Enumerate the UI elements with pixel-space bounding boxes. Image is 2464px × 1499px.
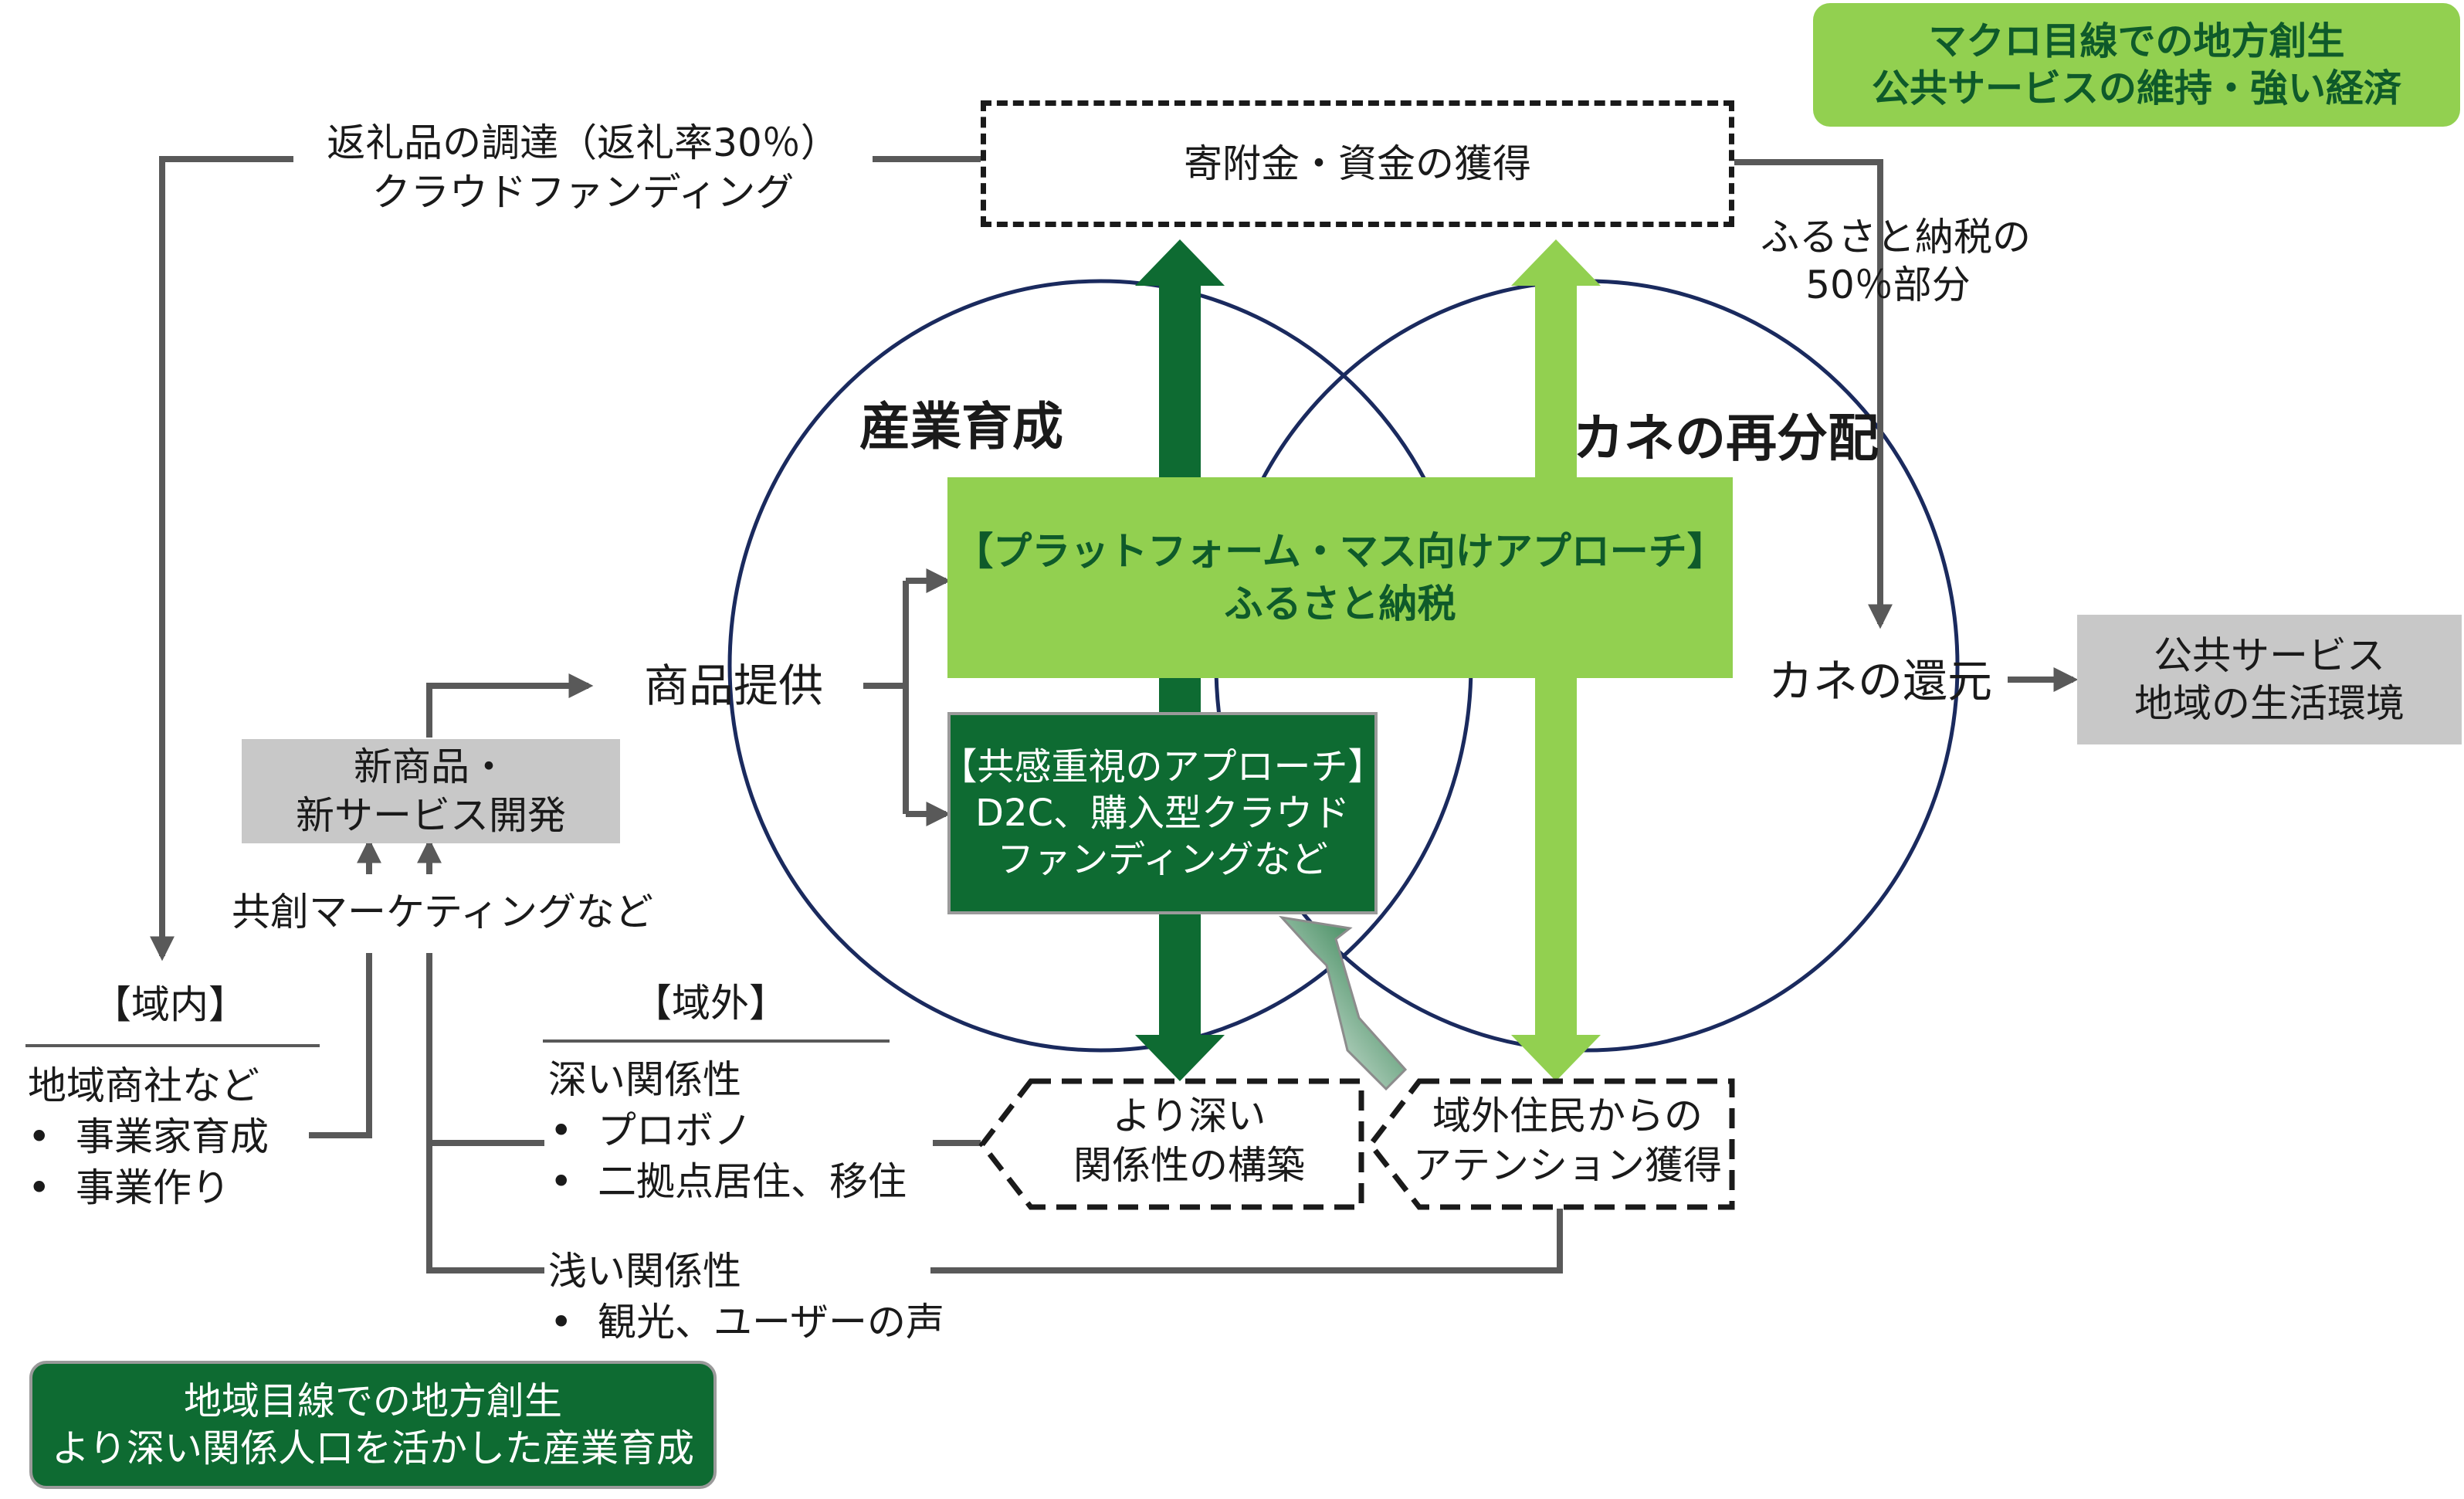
deeper-relation-line1: より深い — [1112, 1094, 1266, 1138]
attention-line1: 域外住民からの — [1432, 1094, 1703, 1138]
deeper-relation-line2: 関係性の構築 — [1073, 1143, 1305, 1188]
donation-label: 寄附金・資金の獲得 — [1184, 141, 1531, 186]
furusato-half-line2: 50％部分 — [1805, 263, 1971, 307]
procurement-line1: 返礼品の調達（返礼率30％） — [327, 120, 839, 165]
co-creation-label: 共創マーケティングなど — [232, 890, 653, 934]
attention-line2: アテンション獲得 — [1413, 1143, 1722, 1188]
deeper-relation-hexagon — [978, 1078, 1364, 1210]
domestic-bullet-1: • — [28, 1114, 51, 1159]
platform-line1: 【プラットフォーム・マス向けアプローチ】 — [954, 528, 1726, 574]
external-deep-bullet-2: • — [550, 1159, 573, 1204]
procurement-line2: クラウドファンディング — [371, 170, 795, 215]
donation-box: 寄附金・資金の獲得 — [981, 100, 1734, 227]
public-service-line1: 公共サービス — [2154, 632, 2385, 678]
furusato-half-line1: ふるさと納税の — [1761, 215, 2031, 259]
macro-revitalization-box: マクロ目線での地方創生 公共サービスの維持・強い経済 — [1813, 3, 2460, 127]
local-revitalization-box: 地域目線での地方創生 より深い関係人口を活かした産業育成 — [29, 1361, 717, 1489]
external-shallow-bullet-1: • — [550, 1300, 573, 1345]
external-header: 【域外】 — [633, 981, 788, 1026]
empathy-line1: 【共感重視のアプローチ】 — [940, 745, 1385, 789]
public-service-line2: 地域の生活環境 — [2134, 681, 2405, 726]
macro-line1: マクロ目線での地方創生 — [1928, 19, 2345, 63]
domestic-item-2: 事業作り — [76, 1165, 230, 1210]
platform-line2: ふるさと納税 — [1224, 582, 1456, 626]
industry-label: 産業育成 — [859, 397, 1063, 456]
domestic-title: 地域商社など — [28, 1063, 259, 1108]
local-line2: より深い関係人口を活かした産業育成 — [51, 1426, 695, 1470]
product-supply-label: 商品提供 — [643, 660, 823, 712]
new-product-line2: 新サービス開発 — [296, 792, 566, 838]
attention-hexagon — [1367, 1078, 1735, 1210]
gradient-arrow — [1279, 915, 1408, 1091]
external-deep-item-2: 二拠点居住、移住 — [598, 1159, 907, 1204]
empathy-approach-box: 【共感重視のアプローチ】 D2C、購入型クラウド ファンディングなど — [941, 712, 1385, 914]
connectors — [150, 156, 2079, 1273]
external-deep-item-1: プロボノ — [598, 1108, 752, 1153]
external-shallow-item-1: 観光、ユーザーの声 — [598, 1300, 944, 1345]
domestic-header: 【域内】 — [93, 982, 247, 1027]
new-product-line1: 新商品・ — [354, 744, 508, 789]
empathy-line2: D2C、購入型クラウド — [974, 792, 1351, 835]
platform-approach-box: 【プラットフォーム・マス向けアプローチ】 ふるさと納税 — [947, 477, 1733, 678]
empathy-line3: ファンディングなど — [997, 838, 1328, 881]
macro-line2: 公共サービスの維持・強い経済 — [1871, 66, 2401, 110]
redistribution-label: カネの再分配 — [1573, 409, 1879, 468]
local-line1: 地域目線での地方創生 — [183, 1379, 562, 1423]
domestic-bullet-2: • — [28, 1165, 51, 1210]
new-product-box: 新商品・ 新サービス開発 — [242, 739, 620, 843]
external-shallow-title: 浅い関係性 — [548, 1249, 741, 1294]
external-deep-title: 深い関係性 — [548, 1057, 741, 1102]
public-service-box: 公共サービス 地域の生活環境 — [2077, 615, 2462, 744]
domestic-item-1: 事業家育成 — [76, 1114, 269, 1159]
money-return-label: カネの還元 — [1768, 655, 1992, 707]
external-deep-bullet-1: • — [550, 1108, 573, 1153]
